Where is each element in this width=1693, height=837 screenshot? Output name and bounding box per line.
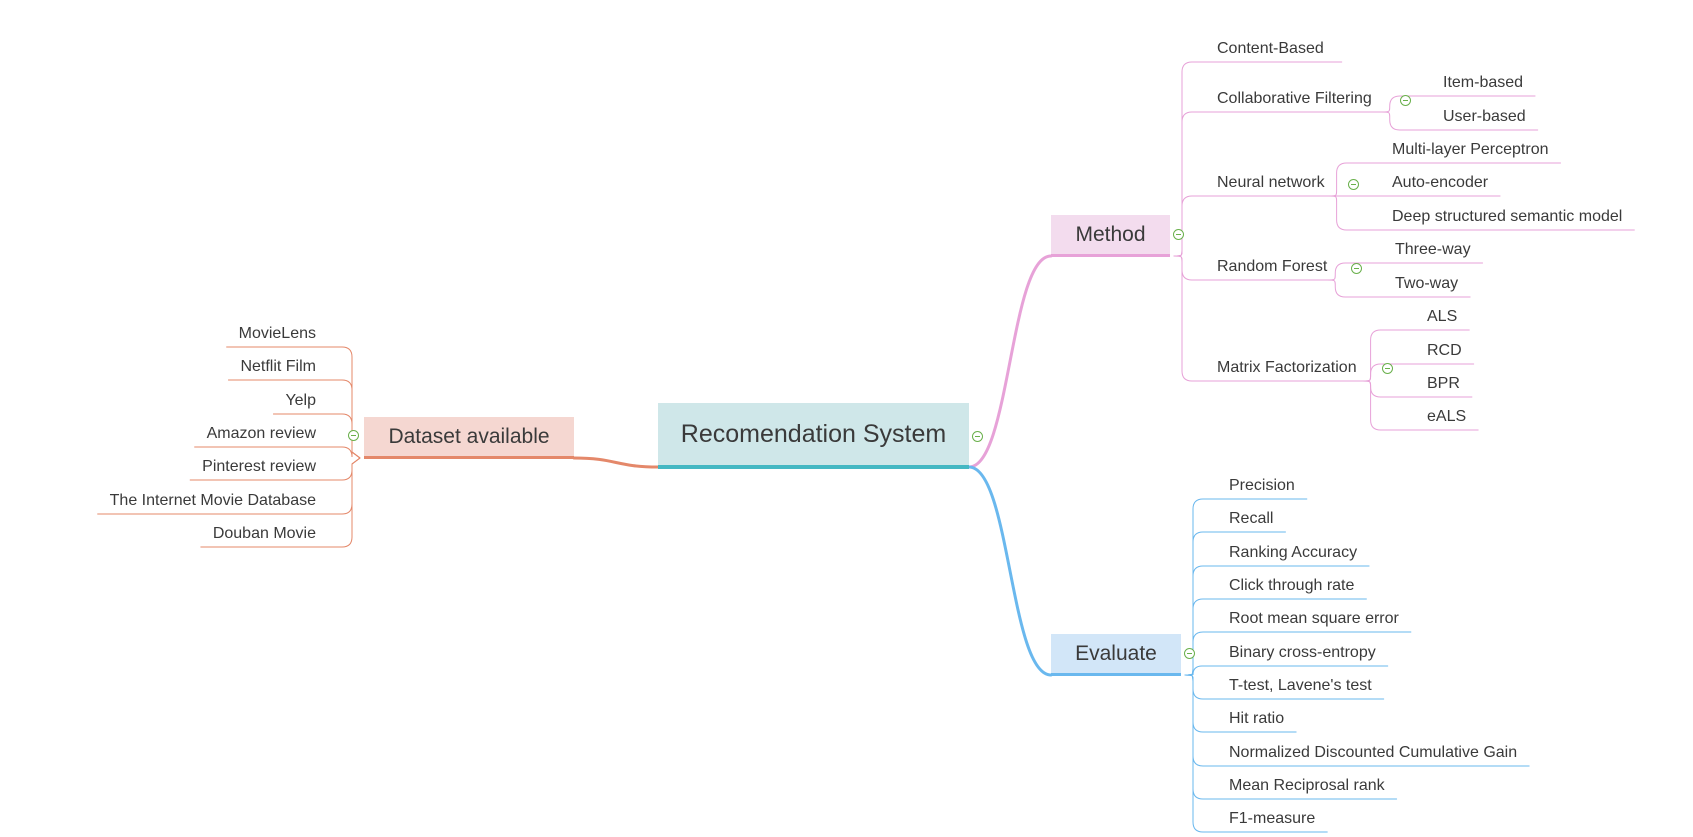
- link-leaf-mean-reciprocal-rank: [1184, 674, 1218, 800]
- subtopic-matrix-factorization[interactable]: Matrix Factorization: [1217, 359, 1357, 376]
- leaf-eals[interactable]: eALS: [1427, 408, 1467, 425]
- leaf-recall[interactable]: Recall: [1229, 510, 1274, 527]
- leaf-mean-reciprocal-rank[interactable]: Mean Reciprosal rank: [1229, 777, 1385, 794]
- link-leaf-netflit-film: [327, 379, 361, 459]
- link-leaf-ndcg: [1184, 674, 1218, 767]
- random-forest-collapse-icon[interactable]: [1351, 263, 1362, 274]
- subtopic-random-forest[interactable]: Random Forest: [1217, 258, 1328, 275]
- leaf-netflit-film[interactable]: Netflit Film: [240, 358, 316, 375]
- link-subtopic-random-forest: [1173, 255, 1206, 281]
- leaf-rcd[interactable]: RCD: [1427, 342, 1462, 359]
- leaf-three-way[interactable]: Three-way: [1395, 241, 1471, 258]
- link-central-method: [967, 254, 1053, 469]
- link-leaf-click-through-rate: [1184, 598, 1218, 676]
- link-leaf-internet-movie-database: [327, 457, 361, 515]
- leaf-multi-layer-perceptron[interactable]: Multi-layer Perceptron: [1392, 141, 1549, 158]
- link-leaf-f1-measure: [1184, 674, 1218, 833]
- link-subtopic-matrix-factorization: [1173, 255, 1206, 382]
- leaf-movielens[interactable]: MovieLens: [238, 325, 316, 342]
- link-subtopic-neural-network: [1173, 195, 1206, 257]
- leaf-bpr[interactable]: BPR: [1427, 375, 1460, 392]
- link-leaf-user-based: [1381, 111, 1432, 131]
- leaf-two-way[interactable]: Two-way: [1395, 275, 1459, 292]
- link-leaf-binary-cross-entropy: [1184, 665, 1218, 676]
- leaf-douban-movie[interactable]: Douban Movie: [212, 525, 316, 542]
- link-leaf-three-way: [1326, 262, 1384, 281]
- link-central-evaluate: [967, 465, 1053, 677]
- subtopic-collaborative-filtering[interactable]: Collaborative Filtering: [1217, 90, 1372, 107]
- central-topic[interactable]: Recomendation System: [658, 403, 969, 469]
- leaf-auto-encoder[interactable]: Auto-encoder: [1392, 174, 1489, 191]
- leaf-t-test[interactable]: T-test, Lavene's test: [1229, 677, 1372, 694]
- topic-evaluate[interactable]: Evaluate: [1051, 634, 1181, 676]
- matrix-factorization-collapse-icon[interactable]: [1382, 363, 1393, 374]
- subtopic-content-based[interactable]: Content-Based: [1217, 40, 1324, 57]
- link-leaf-two-way: [1326, 279, 1384, 298]
- link-leaf-rcd: [1362, 363, 1416, 382]
- link-central-dataset: [572, 456, 660, 469]
- topic-dataset-available[interactable]: Dataset available: [364, 417, 574, 459]
- leaf-f1-measure[interactable]: F1-measure: [1229, 810, 1316, 827]
- leaf-internet-movie-database[interactable]: The Internet Movie Database: [109, 492, 316, 509]
- link-leaf-movielens: [327, 346, 361, 459]
- collaborative-filtering-collapse-icon[interactable]: [1400, 95, 1411, 106]
- link-leaf-deep-structured-semantic-model: [1328, 195, 1381, 231]
- link-leaf-douban-movie: [327, 457, 361, 548]
- leaf-click-through-rate[interactable]: Click through rate: [1229, 577, 1355, 594]
- leaf-root-mean-square-error[interactable]: Root mean square error: [1229, 610, 1399, 627]
- subtopic-neural-network[interactable]: Neural network: [1217, 174, 1325, 191]
- leaf-yelp[interactable]: Yelp: [285, 392, 316, 409]
- leaf-amazon-review[interactable]: Amazon review: [206, 425, 316, 442]
- link-leaf-hit-ratio: [1184, 674, 1218, 733]
- leaf-precision[interactable]: Precision: [1229, 477, 1295, 494]
- leaf-hit-ratio[interactable]: Hit ratio: [1229, 710, 1285, 727]
- leaf-ndcg[interactable]: Normalized Discounted Cumulative Gain: [1229, 744, 1518, 761]
- dataset-collapse-icon[interactable]: [348, 430, 359, 441]
- link-leaf-eals: [1362, 380, 1416, 431]
- method-collapse-icon[interactable]: [1173, 229, 1184, 240]
- leaf-deep-structured-semantic-model[interactable]: Deep structured semantic model: [1392, 208, 1623, 225]
- neural-network-collapse-icon[interactable]: [1348, 179, 1359, 190]
- leaf-ranking-accuracy[interactable]: Ranking Accuracy: [1229, 544, 1358, 561]
- leaf-binary-cross-entropy[interactable]: Binary cross-entropy: [1229, 644, 1376, 661]
- leaf-pinterest-review[interactable]: Pinterest review: [202, 458, 316, 475]
- link-leaf-amazon-review: [327, 446, 361, 459]
- evaluate-collapse-icon[interactable]: [1184, 648, 1195, 659]
- link-leaf-t-test: [1184, 674, 1218, 700]
- central-collapse-icon[interactable]: [972, 431, 983, 442]
- leaf-item-based[interactable]: Item-based: [1443, 74, 1524, 91]
- leaf-als[interactable]: ALS: [1427, 308, 1458, 325]
- link-leaf-yelp: [327, 413, 361, 459]
- link-subtopic-content-based: [1173, 61, 1206, 257]
- topic-method[interactable]: Method: [1051, 215, 1170, 257]
- leaf-user-based[interactable]: User-based: [1443, 108, 1526, 125]
